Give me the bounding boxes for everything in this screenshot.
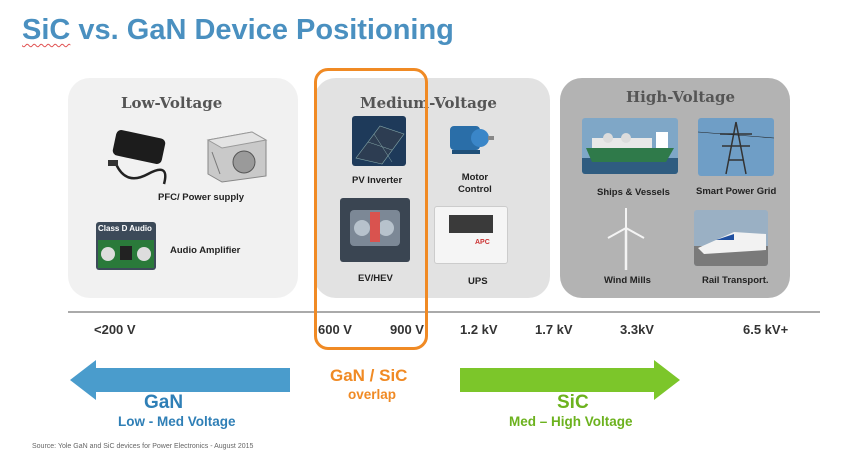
smart-power-grid-label: Smart Power Grid <box>696 186 777 197</box>
gan-range-label: Low - Med Voltage <box>118 414 236 429</box>
tick-label: 3.3kV <box>620 322 654 337</box>
page-title: SiC vs. GaN Device Positioning <box>22 14 454 47</box>
medium-voltage-title: Medium-Voltage <box>360 94 497 112</box>
audio-amplifier-label: Audio Amplifier <box>170 245 241 256</box>
class-d-audio-board: Class D Audio <box>96 222 156 270</box>
motor-icon <box>444 118 494 158</box>
pv-inverter-label: PV Inverter <box>352 175 403 186</box>
rail-transport-label: Rail Transport. <box>702 275 769 286</box>
tick-label: 600 V <box>318 322 352 337</box>
power-adapter-icon <box>104 126 170 188</box>
ups-label: UPS <box>468 276 488 287</box>
sic-range-label: Med – High Voltage <box>509 414 633 429</box>
wind-turbine-icon <box>600 206 652 270</box>
gan-arrow <box>70 360 290 400</box>
tick-label: 1.7 kV <box>535 322 573 337</box>
class-d-audio-text: Class D Audio <box>98 224 152 233</box>
title-rest: vs. GaN Device Positioning <box>70 14 454 46</box>
overlap-title: GaN / SiC <box>330 366 408 385</box>
train-icon <box>694 210 768 266</box>
solar-panel-icon <box>352 116 406 166</box>
power-supply-unit-icon <box>202 126 270 184</box>
ups-display <box>449 215 493 233</box>
ev-hev-label: EV/HEV <box>358 273 393 284</box>
source-note: Source: Yole GaN and SiC devices for Pow… <box>32 443 254 450</box>
title-sic: SiC <box>22 14 71 46</box>
ship-icon <box>582 118 678 174</box>
wind-mills-label: Wind Mills <box>604 275 651 286</box>
ships-vessels-label: Ships & Vessels <box>597 187 670 198</box>
voltage-axis <box>68 311 820 313</box>
gan-label: GaN <box>144 392 184 413</box>
tick-label: 1.2 kV <box>460 322 498 337</box>
power-grid-tower-icon <box>698 118 774 176</box>
motor-label-line2: Control <box>458 184 492 195</box>
high-voltage-title: High-Voltage <box>626 88 736 106</box>
motor-label-line1: Motor <box>461 172 489 183</box>
sic-arrow <box>460 360 680 400</box>
tick-label: 900 V <box>390 322 424 337</box>
overlap-subtitle: overlap <box>348 387 397 402</box>
low-voltage-title: Low-Voltage <box>121 94 223 112</box>
tick-label: <200 V <box>94 322 136 337</box>
sic-label: SiC <box>557 392 589 413</box>
pfc-power-supply-label: PFC/ Power supply <box>158 192 245 203</box>
ups-brand-text: APC <box>475 239 490 246</box>
audio-board-icon <box>98 240 154 268</box>
ups-unit: APC <box>434 206 508 264</box>
tick-label: 6.5 kV+ <box>743 322 789 337</box>
overlap-highlight-box <box>314 68 428 350</box>
ev-engine-icon <box>340 198 410 262</box>
